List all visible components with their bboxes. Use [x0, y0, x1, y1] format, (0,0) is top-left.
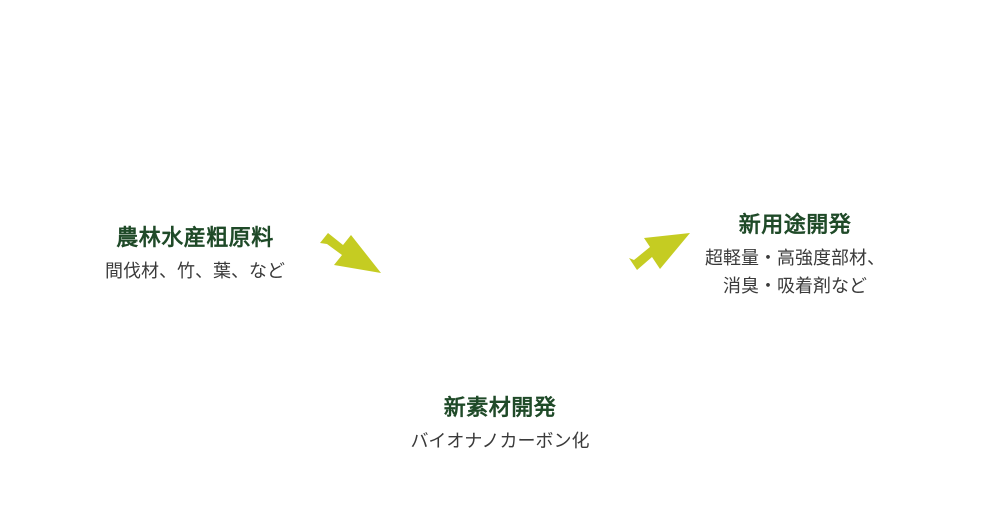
- node-new-material-title: 新素材開発: [443, 396, 557, 421]
- node-new-material-desc: バイオナノカーボン化: [410, 431, 590, 452]
- node-new-use-desc: 超軽量・高強度部材、 消臭・吸着剤など: [705, 248, 885, 297]
- arrow-raw-to-material-icon: [320, 233, 381, 273]
- node-new-material: 新素材開発 バイオナノカーボン化: [345, 394, 655, 456]
- node-raw-material-title: 農林水産粗原料: [116, 226, 274, 251]
- node-new-use-title: 新用途開発: [738, 213, 852, 238]
- node-raw-material-desc: 間伐材、竹、葉、など: [105, 261, 285, 282]
- arrow-material-to-use-icon: [629, 233, 690, 270]
- node-new-use: 新用途開発 超軽量・高強度部材、 消臭・吸着剤など: [660, 211, 930, 301]
- node-raw-material: 農林水産粗原料 間伐材、竹、葉、など: [60, 224, 330, 286]
